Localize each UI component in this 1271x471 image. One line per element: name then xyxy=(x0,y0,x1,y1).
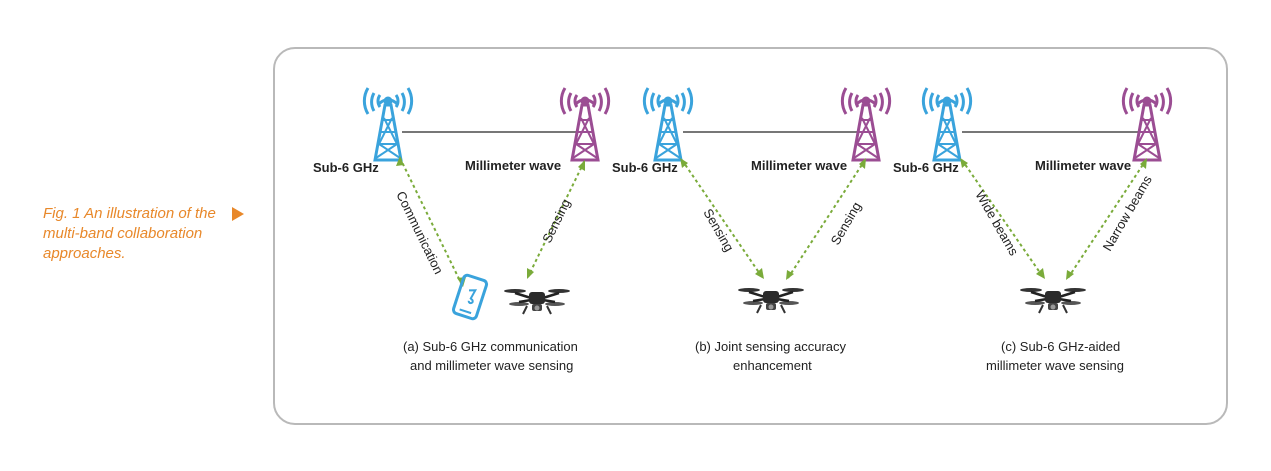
link-arrowhead xyxy=(859,158,866,169)
subcaption-line2: enhancement xyxy=(733,358,812,373)
link-label-right: Narrow beams xyxy=(1100,172,1156,253)
panel-a: Sub-6 GHz Millimeter wave Communication … xyxy=(313,86,611,373)
link-arrowhead xyxy=(1140,158,1147,169)
mmwave-tower-icon xyxy=(1121,86,1173,162)
sub6-tower-icon xyxy=(642,86,694,162)
mmwave-tower-icon xyxy=(559,86,611,162)
subcaption-line1: (c) Sub-6 GHz-aided xyxy=(1001,339,1120,354)
link-label-left: Communication xyxy=(393,189,446,277)
drone-icon xyxy=(502,287,572,316)
drone-icon xyxy=(736,286,806,315)
link-label-left: Sensing xyxy=(700,206,736,254)
sub6-tower-icon xyxy=(362,86,414,162)
sub6-label: Sub-6 GHz xyxy=(893,160,959,175)
subcaption-line2: and millimeter wave sensing xyxy=(410,358,573,373)
subcaption-line1: (a) Sub-6 GHz communication xyxy=(403,339,578,354)
link-arrowhead xyxy=(1036,268,1045,279)
smartphone-icon xyxy=(451,273,489,321)
link-label-left: Wide beams xyxy=(972,188,1021,259)
link-arrowhead xyxy=(527,268,534,279)
narrow-beam-link xyxy=(1067,159,1147,279)
drone-icon xyxy=(1018,286,1088,315)
subcaption-line1: (b) Joint sensing accuracy xyxy=(695,339,847,354)
link-arrowhead xyxy=(1066,270,1074,280)
figure-frame xyxy=(273,47,1228,425)
link-arrowhead xyxy=(960,158,968,168)
link-label-right: Sensing xyxy=(539,197,573,246)
mmwave-tower-icon xyxy=(840,86,892,162)
sensing-link xyxy=(681,159,763,278)
mmwave-label: Millimeter wave xyxy=(751,158,847,173)
subcaption-line2: millimeter wave sensing xyxy=(986,358,1124,373)
panel-b: Sub-6 GHz Millimeter wave Sensing Sensin… xyxy=(612,86,892,373)
sub6-label: Sub-6 GHz xyxy=(313,160,379,175)
sub6-tower-icon xyxy=(921,86,973,162)
link-label-right: Sensing xyxy=(828,199,864,247)
link-arrowhead xyxy=(578,160,585,171)
link-arrowhead xyxy=(755,268,764,279)
mmwave-label: Millimeter wave xyxy=(1035,158,1131,173)
mmwave-label: Millimeter wave xyxy=(465,158,561,173)
link-arrowhead xyxy=(786,270,794,280)
sub6-label: Sub-6 GHz xyxy=(612,160,678,175)
link-arrowhead xyxy=(680,158,688,168)
caption-arrow-icon xyxy=(232,207,244,221)
figure-caption: Fig. 1 An illustration of the multi-band… xyxy=(43,205,216,262)
link-arrowhead xyxy=(396,156,404,166)
panel-c: Sub-6 GHz Millimeter wave Wide beams Nar… xyxy=(893,86,1173,373)
